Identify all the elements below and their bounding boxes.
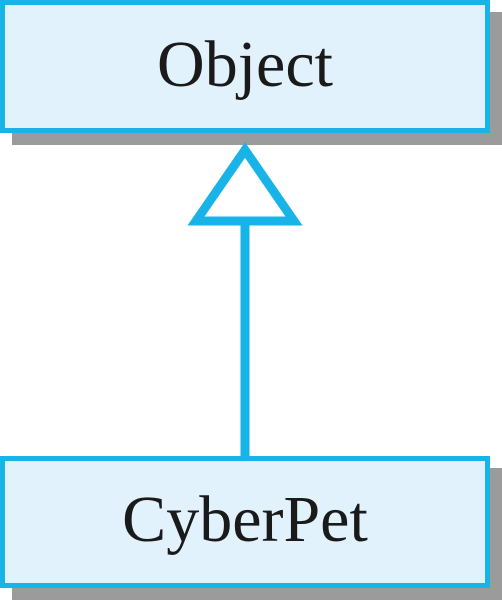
subclass-box: CyberPet <box>0 456 490 588</box>
subclass-label: CyberPet <box>122 483 368 556</box>
hollow-triangle-arrowhead <box>187 142 303 226</box>
superclass-label: Object <box>157 27 333 101</box>
superclass-box: Object <box>0 0 490 133</box>
